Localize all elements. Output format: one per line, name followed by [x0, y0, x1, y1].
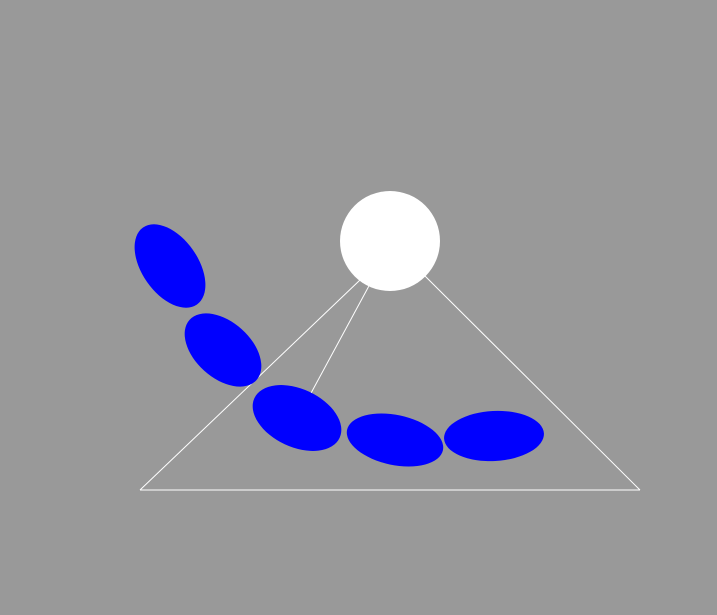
wire-frame	[139, 275, 641, 491]
segment-4	[346, 413, 444, 467]
ball	[340, 191, 440, 291]
segment-2	[184, 313, 262, 387]
center-line	[309, 283, 371, 396]
left-line	[139, 279, 361, 491]
segment-1	[134, 224, 206, 308]
segment-chain	[134, 224, 544, 467]
segment-3	[252, 385, 342, 451]
segment-5	[444, 410, 544, 462]
right-line	[424, 275, 641, 491]
